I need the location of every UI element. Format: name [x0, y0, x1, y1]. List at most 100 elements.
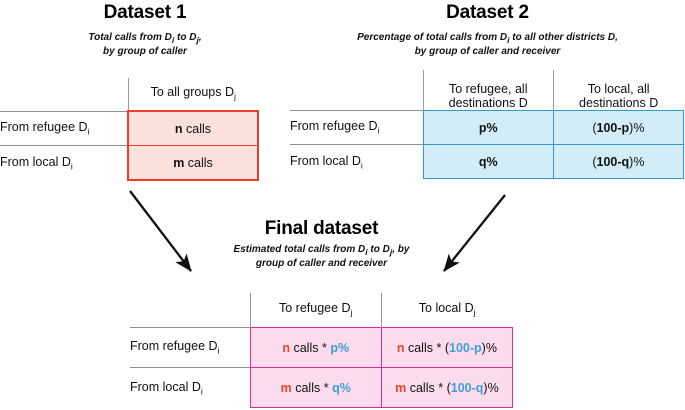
token-paren-percent: )% — [629, 154, 645, 169]
header-text: To refugee D — [279, 300, 351, 315]
corner-cell — [290, 70, 423, 111]
token-calls: calls — [407, 340, 433, 355]
token-paren: ( — [592, 154, 597, 169]
row-label-text: From refugee D — [130, 339, 218, 354]
token-paren-percent: )% — [629, 120, 645, 135]
column-header-to-local: To local Dj — [380, 293, 513, 328]
subscript-i: i — [171, 35, 175, 45]
token-m: m — [280, 380, 292, 395]
row-label-from-local: From local Di — [130, 367, 251, 408]
subtitle-text: to all other districts D, — [509, 32, 618, 43]
final-dataset-subtitle-line-1: Estimated total calls from Di to Dj, by — [233, 244, 410, 257]
row-label-from-local: From local Di — [0, 145, 128, 180]
header-text: To local, all — [587, 82, 650, 96]
table-row: From refugee Di p% (100-p)% — [290, 110, 685, 145]
token-paren: ( — [444, 340, 450, 355]
subtitle-text: Percentage of total calls from D — [357, 32, 508, 43]
dataset-2-subtitle-line-2: by group of caller and receiver — [414, 46, 561, 57]
token-calls: calls — [187, 155, 213, 170]
corner-cell — [0, 78, 128, 111]
header-text: destinations D — [448, 96, 528, 110]
subscript-j: j — [196, 35, 199, 45]
cell-m-calls-times-q: m calls * q% — [249, 367, 382, 408]
cell-q-percent: q% — [422, 144, 554, 179]
row-label-text: From refugee D — [290, 119, 378, 134]
token-100-minus-p: 100-p — [449, 340, 482, 355]
subtitle-text: Total calls from D — [88, 32, 172, 43]
token-paren: ( — [592, 120, 597, 135]
subtitle-text: , — [198, 32, 202, 43]
token-paren: ( — [446, 380, 451, 395]
table-header-row: To refugee Dj To local Dj — [130, 293, 513, 328]
token-n: n — [282, 340, 290, 355]
cell-n-calls-times-p: n calls * p% — [249, 327, 382, 368]
token-star: * — [438, 380, 444, 395]
token-star: * — [436, 340, 442, 355]
subscript-j: j — [473, 307, 476, 318]
cell-m-calls-times-100-minus-q: m calls * (100-q)% — [380, 367, 514, 408]
token-paren-percent: )% — [483, 380, 499, 395]
dataset-2-subtitle: Percentage of total calls from Di to all… — [290, 32, 685, 58]
subscript-i: i — [507, 35, 510, 45]
final-dataset-subtitle-line-2: group of caller and receiver — [255, 258, 388, 269]
token-calls: calls — [295, 380, 321, 395]
cell-100-minus-q-percent: (100-q)% — [552, 144, 685, 179]
token-p-percent: p% — [478, 120, 498, 135]
subscript-i: i — [365, 247, 368, 257]
cell-100-minus-p-percent: (100-p)% — [552, 110, 685, 145]
subscript-i: i — [70, 161, 73, 172]
table-row: From refugee Di n calls * p% n calls * (… — [130, 327, 514, 368]
row-label-text: From refugee D — [0, 120, 88, 134]
token-p-percent: p% — [330, 340, 350, 355]
dataset-1-subtitle-line-2: by group of caller — [103, 46, 187, 57]
dataset-2-subtitle-line-1: Percentage of total calls from Di to all… — [357, 32, 618, 45]
header-text: destinations D — [579, 96, 659, 110]
header-text: To local D — [418, 300, 474, 315]
row-label-text: From local D — [130, 379, 201, 394]
final-dataset-table: To refugee Dj To local Dj From refugee D… — [130, 293, 514, 408]
token-calls: calls — [293, 340, 319, 355]
token-paren-percent: )% — [481, 340, 497, 355]
subtitle-text: to D — [367, 244, 390, 255]
row-label-from-refugee: From refugee Di — [0, 110, 128, 146]
subtitle-text: , by — [392, 244, 410, 255]
subscript-i: i — [217, 345, 220, 356]
table-row: From local Di m calls — [0, 145, 259, 181]
column-header-to-refugee: To refugee Dj — [249, 293, 382, 328]
final-dataset-title: Final dataset — [264, 218, 379, 239]
dataset-1-title: Dataset 1 — [103, 2, 187, 23]
table-row: From refugee Di n calls — [0, 110, 259, 146]
dataset-1-subtitle: Total calls from Di to Dj, by group of c… — [0, 32, 290, 58]
subscript-j: j — [389, 247, 393, 257]
table-row: From local Di q% (100-q)% — [290, 144, 685, 179]
table-header-row: To all groups Dj — [0, 78, 258, 111]
token-m: m — [395, 380, 407, 395]
token-calls: calls — [409, 380, 435, 395]
subscript-i: i — [200, 386, 203, 396]
subtitle-text: to D — [174, 32, 197, 43]
column-header-to-all-groups: To all groups Dj — [127, 78, 258, 111]
dataset-1-subtitle-line-1: Total calls from Di to Dj, — [88, 32, 202, 45]
header-text: To refugee, all — [448, 82, 528, 96]
corner-cell — [130, 293, 250, 328]
token-n: n — [174, 121, 183, 136]
header-text: To all groups D — [150, 84, 234, 99]
row-label-from-refugee: From refugee Di — [130, 327, 251, 368]
cell-p-percent: p% — [422, 110, 554, 145]
token-n: n — [396, 340, 405, 355]
subtitle-text: Estimated total calls from D — [233, 244, 366, 255]
token-100-minus-q: 100-q — [596, 154, 630, 169]
token-star: * — [323, 380, 329, 395]
subscript-i: i — [377, 125, 380, 136]
token-q-percent: q% — [332, 380, 351, 395]
token-100-minus-p: 100-p — [596, 120, 630, 135]
token-q-percent: q% — [478, 154, 498, 169]
cell-n-calls: n calls — [127, 110, 259, 146]
cell-m-calls: m calls — [127, 145, 259, 181]
row-label-text: From local D — [290, 153, 361, 168]
cell-n-calls-times-100-minus-p: n calls * (100-p)% — [380, 327, 514, 368]
table-row: From local Di m calls * q% m calls * (10… — [130, 367, 514, 408]
subscript-i: i — [87, 126, 90, 137]
